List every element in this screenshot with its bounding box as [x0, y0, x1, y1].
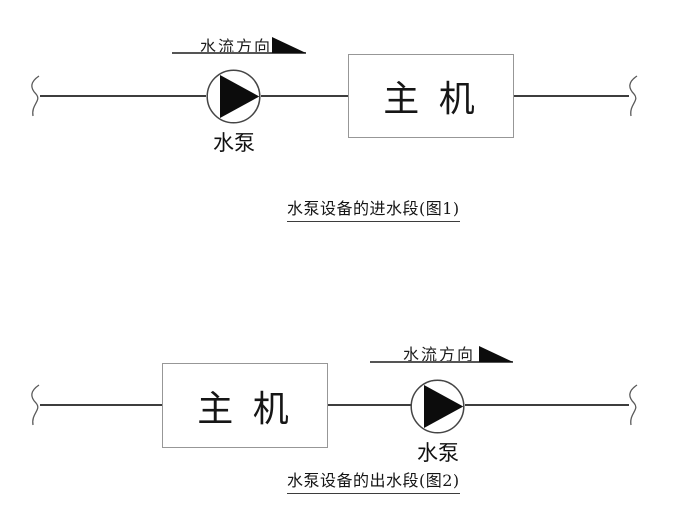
pipe-segment	[465, 404, 629, 406]
pump-icon	[410, 379, 465, 434]
pipe-segment	[261, 95, 348, 97]
pipe-segment	[327, 404, 411, 406]
pump-icon	[206, 69, 261, 124]
pipe-break-icon	[626, 74, 640, 118]
pipe-break-icon	[28, 383, 42, 427]
pipe-segment	[40, 95, 206, 97]
pipe-segment	[40, 404, 162, 406]
flow-direction-line	[172, 52, 306, 54]
pipe-segment	[513, 95, 629, 97]
pump-label: 水泵	[417, 441, 459, 465]
flow-arrow-icon	[272, 37, 306, 53]
main-unit-box: 主 机	[348, 54, 514, 138]
main-unit-box: 主 机	[162, 363, 328, 448]
pipe-break-icon	[626, 383, 640, 427]
pump-label: 水泵	[213, 131, 255, 155]
flow-arrow-icon	[479, 346, 513, 362]
flow-direction-label: 水流方向	[199, 37, 272, 56]
pipe-break-icon	[28, 74, 42, 118]
flow-direction-line	[370, 361, 513, 363]
figure-caption: 水泵设备的进水段(图1)	[287, 195, 460, 222]
main-unit-label: 主 机	[383, 79, 479, 120]
figure-caption: 水泵设备的出水段(图2)	[287, 467, 460, 494]
main-unit-label: 主 机	[197, 388, 293, 430]
flow-direction-label: 水流方向	[402, 345, 475, 364]
